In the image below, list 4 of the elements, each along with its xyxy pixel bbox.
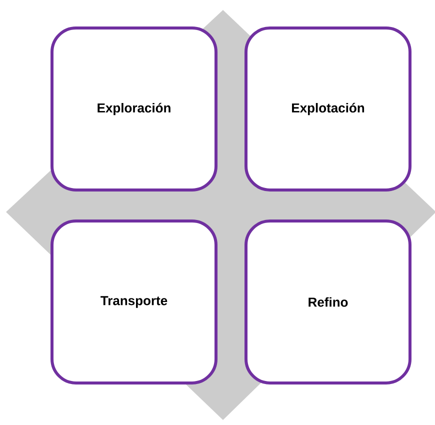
- stage-box: Transporte: [50, 220, 218, 384]
- stage-box: Explotación: [244, 26, 412, 192]
- stage-box: Refino: [244, 220, 412, 384]
- stage-box: Exploración: [50, 26, 218, 192]
